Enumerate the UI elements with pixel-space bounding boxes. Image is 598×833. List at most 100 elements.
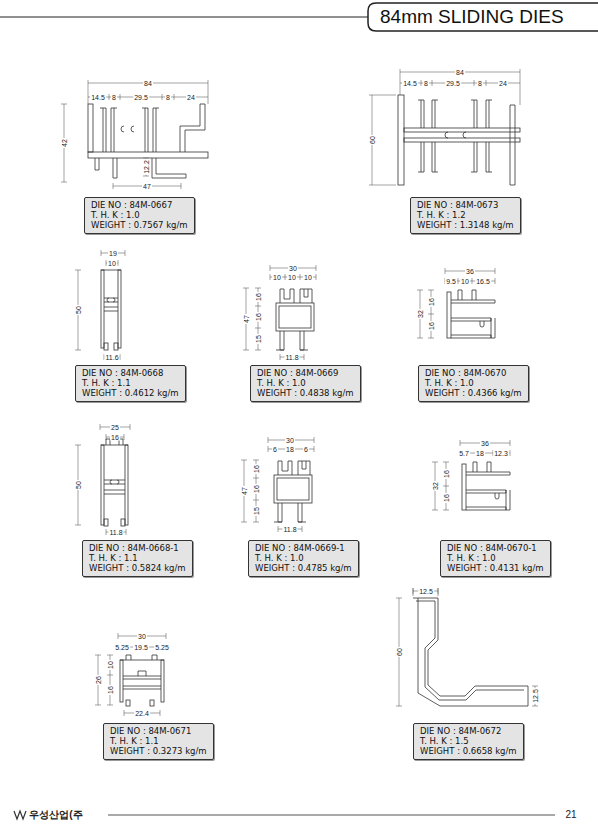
die-info-line: T. H. K : 1.1 — [82, 378, 179, 388]
dimension-value: 22.4 — [134, 710, 150, 717]
dimension-value: 16 — [443, 493, 450, 503]
dimension-lines-0668 — [75, 250, 125, 360]
die-info-line: WEIGHT : 0.5824 kg/m — [89, 563, 186, 573]
dimension-lines-0672 — [396, 588, 538, 706]
dimension-value: 30 — [137, 633, 147, 640]
dimension-value: 5.25 — [154, 644, 170, 651]
dimension-value: 11.8 — [282, 526, 297, 533]
dimension-value: 10 — [287, 274, 297, 281]
dimension-value: 16 — [428, 297, 435, 307]
dimension-value: 8 — [111, 94, 117, 101]
dimension-value: 12.5 — [532, 688, 539, 704]
die-info-line: WEIGHT : 0.4366 kg/m — [425, 388, 522, 398]
die-info-line: DIE NO : 84M-0668-1 — [89, 543, 186, 553]
header-bar — [0, 3, 598, 31]
dimension-value: 30 — [288, 265, 298, 272]
dimension-value: 29.5 — [133, 94, 149, 101]
dimension-value: 14.5 — [90, 94, 106, 101]
dimension-value: 12.2 — [143, 159, 150, 175]
dimension-value: 8 — [423, 80, 429, 87]
die-info-box: DIE NO : 84M-0669-1T. H. K : 1.0WEIGHT :… — [248, 540, 359, 577]
die-info-box: DIE NO : 84M-0669T. H. K : 1.0WEIGHT : 0… — [250, 365, 361, 402]
die-info-line: T. H. K : 1.1 — [110, 736, 207, 746]
dimension-value: 18 — [285, 446, 295, 453]
die-info-line: DIE NO : 84M-0667 — [91, 200, 188, 210]
die-info-line: DIE NO : 84M-0670-1 — [447, 543, 544, 553]
dimension-value: 16 — [107, 685, 114, 695]
die-info-box: DIE NO : 84M-0667T. H. K : 1.0WEIGHT : 0… — [84, 197, 195, 234]
dimension-value: 14.5 — [402, 80, 418, 87]
die-info-line: DIE NO : 84M-0673 — [417, 200, 514, 210]
dimension-value: 18 — [475, 450, 485, 457]
dimension-value: 24 — [498, 80, 508, 87]
die-info-line: WEIGHT : 0.4612 kg/m — [82, 388, 179, 398]
profile-0673 — [398, 95, 520, 185]
dimension-value: 50 — [75, 480, 82, 490]
die-info-line: T. H. K : 1.0 — [447, 553, 544, 563]
die-info-line: WEIGHT : 0.7567 kg/m — [91, 220, 188, 230]
profile-0669 — [276, 289, 314, 350]
dimension-value: 6 — [303, 446, 309, 453]
die-info-box: DIE NO : 84M-0670-1T. H. K : 1.0WEIGHT :… — [440, 540, 551, 577]
die-info-line: T. H. K : 1.0 — [257, 378, 354, 388]
die-info-box: DIE NO : 84M-0668-1T. H. K : 1.1WEIGHT :… — [82, 540, 193, 577]
dimension-value: 16 — [255, 312, 262, 322]
dimension-value: 11.8 — [108, 529, 123, 536]
dimension-value: 8 — [477, 80, 483, 87]
dimension-value: 47 — [243, 314, 250, 324]
die-info-line: WEIGHT : 0.4838 kg/m — [257, 388, 354, 398]
die-info-line: DIE NO : 84M-0669-1 — [255, 543, 352, 553]
dimension-value: 10 — [460, 278, 470, 285]
dimension-lines-0673 — [369, 69, 520, 185]
dimension-value: 29.5 — [445, 80, 461, 87]
dimension-value: 26 — [95, 675, 102, 685]
page-number: 21 — [564, 810, 577, 820]
dimension-value: 47 — [241, 486, 248, 496]
dimension-value: 10 — [107, 260, 117, 267]
dimension-value: 8 — [165, 94, 171, 101]
die-info-line: DIE NO : 84M-0668 — [82, 368, 179, 378]
die-info-line: DIE NO : 84M-0672 — [420, 726, 517, 736]
company-name: 우성산업(주 — [28, 810, 83, 820]
dimension-value: 11.6 — [104, 354, 119, 361]
dimension-value: 50 — [75, 305, 82, 315]
die-info-line: DIE NO : 84M-0670 — [425, 368, 522, 378]
dimension-value: 25 — [110, 424, 120, 431]
dimension-value: 11.8 — [284, 354, 299, 361]
dimension-lines-0669-1 — [241, 437, 314, 532]
dimension-value: 16 — [428, 321, 435, 331]
profile-0668 — [101, 270, 121, 350]
die-info-line: T. H. K : 1.2 — [417, 210, 514, 220]
dimension-lines-0670-1 — [432, 440, 510, 510]
dimension-value: 30 — [285, 437, 295, 444]
profile-0667 — [88, 104, 208, 178]
dimension-value: 24 — [186, 94, 196, 101]
dimension-value: 84 — [455, 69, 465, 76]
page-title: 84mm SLIDING DIES — [380, 5, 564, 29]
dimension-lines-0670 — [417, 268, 495, 338]
dimension-value: 5.25 — [114, 644, 130, 651]
profile-0672 — [413, 598, 528, 706]
die-info-line: WEIGHT : 0.4131 kg/m — [447, 563, 544, 573]
dimension-value: 36 — [480, 440, 490, 447]
dimension-lines-0667 — [61, 80, 208, 189]
dimension-value: 60 — [396, 647, 403, 657]
dimension-value: 19.5 — [133, 644, 149, 651]
dimension-value: 6 — [272, 446, 278, 453]
profile-0670-1 — [462, 462, 510, 510]
dimension-value: 12.5 — [418, 588, 434, 595]
dimension-value: 16.5 — [475, 278, 491, 285]
dimension-value: 42 — [61, 138, 68, 148]
dimension-value: 9.5 — [445, 278, 457, 285]
die-info-box: DIE NO : 84M-0668T. H. K : 1.1WEIGHT : 0… — [75, 365, 186, 402]
die-info-line: DIE NO : 84M-0669 — [257, 368, 354, 378]
dimension-value: 16 — [110, 434, 120, 441]
die-info-box: DIE NO : 84M-0670T. H. K : 1.0WEIGHT : 0… — [418, 365, 529, 402]
dimension-value: 32 — [417, 309, 424, 319]
die-info-line: T. H. K : 1.1 — [89, 553, 186, 563]
dimension-value: 5.7 — [458, 450, 470, 457]
dimension-lines-0668-1 — [75, 424, 130, 535]
die-info-box: DIE NO : 84M-0671T. H. K : 1.1WEIGHT : 0… — [103, 723, 214, 760]
die-info-line: WEIGHT : 0.4785 kg/m — [255, 563, 352, 573]
